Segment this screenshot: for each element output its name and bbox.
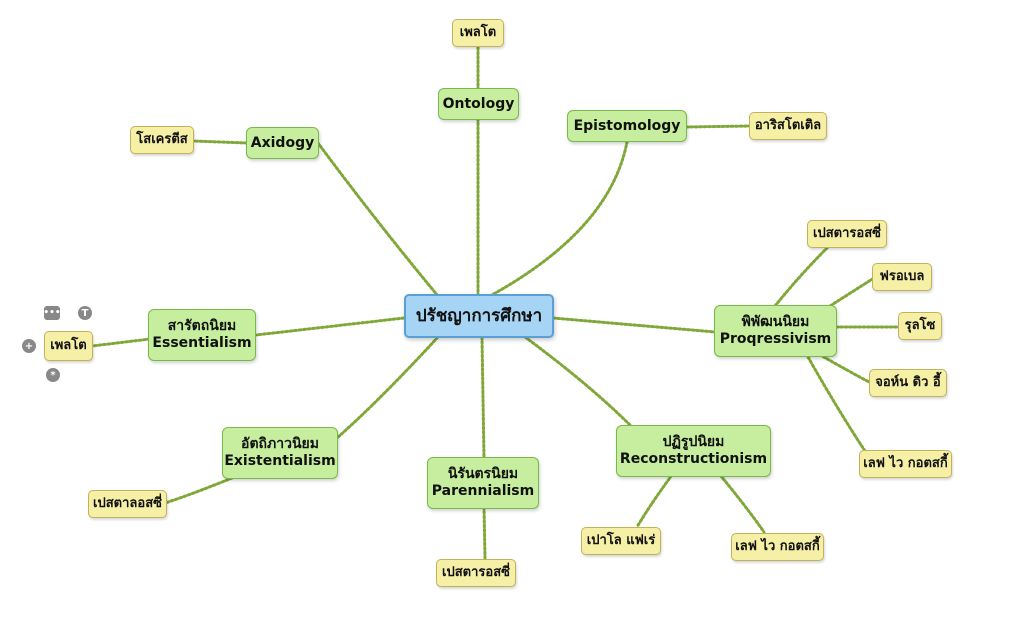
branch-existentialism-english: Existentialism <box>224 453 336 469</box>
leaf-reconstructionism-0[interactable]: เปาโล แฟเร่ <box>581 527 661 555</box>
leaf-label: เลฟ ไว กอตสกี้ <box>863 456 948 472</box>
leaf-epistomology-0[interactable]: อาริสโตเติล <box>749 112 827 140</box>
branch-reconstructionism[interactable]: ปฏิรูปนิยม Reconstructionism <box>616 425 771 477</box>
leaf-label: อาริสโตเติล <box>754 118 822 134</box>
link-recon-leaf-0 <box>635 473 674 529</box>
link-parennialism-leaf <box>482 505 487 560</box>
link-root-essentialism <box>254 316 406 337</box>
leaf-label: รุลโซ <box>904 318 936 334</box>
branch-reconstructionism-thai: ปฏิรูปนิยม <box>662 434 725 451</box>
leaf-label: เลฟ ไว กอตสกี้ <box>735 539 820 555</box>
branch-ontology-label: Ontology <box>442 95 515 112</box>
link-existentialism-leaf <box>163 476 234 505</box>
branch-epistomology-label: Epistomology <box>573 117 681 134</box>
branch-axidogy[interactable]: Axidogy <box>246 127 319 159</box>
leaf-progressivism-2[interactable]: รุลโซ <box>898 312 942 340</box>
leaf-axidogy-0[interactable]: โสเครตีส <box>130 126 194 154</box>
leaf-reconstructionism-1[interactable]: เลฟ ไว กอตสกี้ <box>731 533 824 561</box>
link-recon-leaf-1 <box>718 473 766 534</box>
branch-progressivism[interactable]: พิพัฒนนิยม Proqressivism <box>714 305 837 357</box>
link-root-parennialism <box>480 335 486 460</box>
root-topic-label: ปรัชญาการศึกษา <box>415 305 543 326</box>
leaf-label: จอห์น ดิว อี้ <box>875 375 941 391</box>
leaf-existentialism-0[interactable]: เปสตาลอสซี่ <box>88 490 167 518</box>
link-prog-leaf-1 <box>828 276 876 308</box>
more-icon[interactable]: ••• <box>43 306 61 320</box>
leaf-label: เปสตาลอสซี่ <box>93 496 162 512</box>
link-root-epistomology <box>488 140 629 298</box>
link-epistomology-leaf <box>684 124 752 129</box>
link-essentialism-leaf <box>90 337 152 348</box>
asterisk-icon[interactable]: * <box>46 368 60 382</box>
link-root-axidogy <box>316 141 440 298</box>
leaf-progressivism-0[interactable]: เปสตารอสซี่ <box>807 220 887 248</box>
leaf-label: เพลโต <box>459 25 497 41</box>
leaf-progressivism-3[interactable]: จอห์น ดิว อี้ <box>869 369 947 397</box>
leaf-label: ฟรอเบล <box>879 269 925 285</box>
leaf-label: โสเครตีส <box>136 132 188 148</box>
leaf-parennialism-0[interactable]: เปสตารอสซี่ <box>436 559 516 587</box>
link-axidogy-leaf <box>191 139 249 145</box>
leaf-ontology-0[interactable]: เพลโต <box>452 19 504 47</box>
leaf-progressivism-1[interactable]: ฟรอเบล <box>872 263 932 291</box>
link-root-existentialism <box>335 335 440 440</box>
text-icon[interactable]: T <box>78 306 92 320</box>
leaf-label: เปาโล แฟเร่ <box>586 533 656 549</box>
branch-existentialism[interactable]: อัตถิภาวนิยม Existentialism <box>222 427 338 479</box>
leaf-label: เพลโต <box>50 338 87 354</box>
leaf-label: เปสตารอสซี่ <box>442 565 510 581</box>
link-prog-leaf-4 <box>806 355 867 453</box>
link-root-reconstructionism <box>523 335 634 429</box>
branch-ontology[interactable]: Ontology <box>438 88 519 120</box>
branch-reconstructionism-english: Reconstructionism <box>619 451 768 467</box>
branch-progressivism-english: Proqressivism <box>719 331 832 347</box>
leaf-label: เปสตารอสซี่ <box>813 226 881 242</box>
link-prog-leaf-0 <box>773 245 830 308</box>
branch-axidogy-label: Axidogy <box>250 134 315 151</box>
leaf-essentialism-0[interactable]: เพลโต <box>44 331 93 361</box>
branch-epistomology[interactable]: Epistomology <box>567 110 687 142</box>
branch-essentialism-thai: สารัตถนิยม <box>167 318 237 335</box>
leaf-progressivism-4[interactable]: เลฟ ไว กอตสกี้ <box>859 450 952 478</box>
branch-parennialism[interactable]: นิรันตรนิยม Parennialism <box>427 457 539 509</box>
branch-progressivism-thai: พิพัฒนนิยม <box>741 314 810 331</box>
add-icon[interactable]: + <box>22 339 36 353</box>
branch-essentialism-english: Essentialism <box>152 335 252 351</box>
root-topic[interactable]: ปรัชญาการศึกษา <box>404 294 554 338</box>
branch-parennialism-thai: นิรันตรนิยม <box>447 466 519 483</box>
branch-essentialism[interactable]: สารัตถนิยม Essentialism <box>148 309 256 361</box>
link-root-progressivism <box>551 316 717 334</box>
branch-parennialism-english: Parennialism <box>431 483 535 499</box>
branch-existentialism-thai: อัตถิภาวนิยม <box>241 436 319 453</box>
